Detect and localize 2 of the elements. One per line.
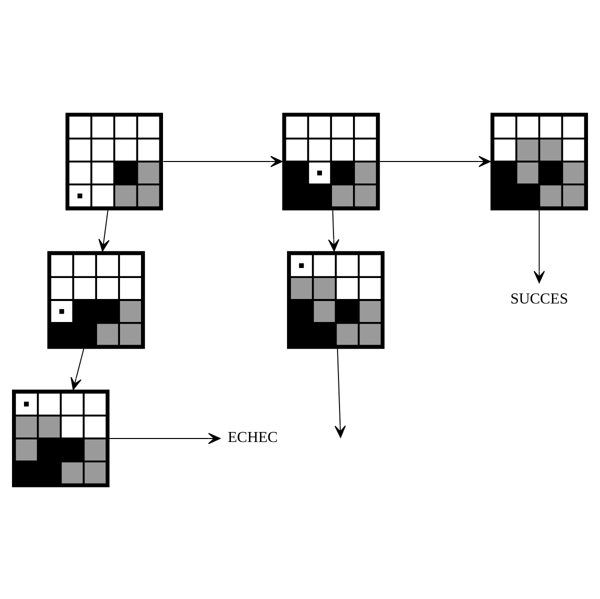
node-text: ECHEC: [228, 428, 278, 446]
node-text: SUCCES: [510, 290, 568, 308]
